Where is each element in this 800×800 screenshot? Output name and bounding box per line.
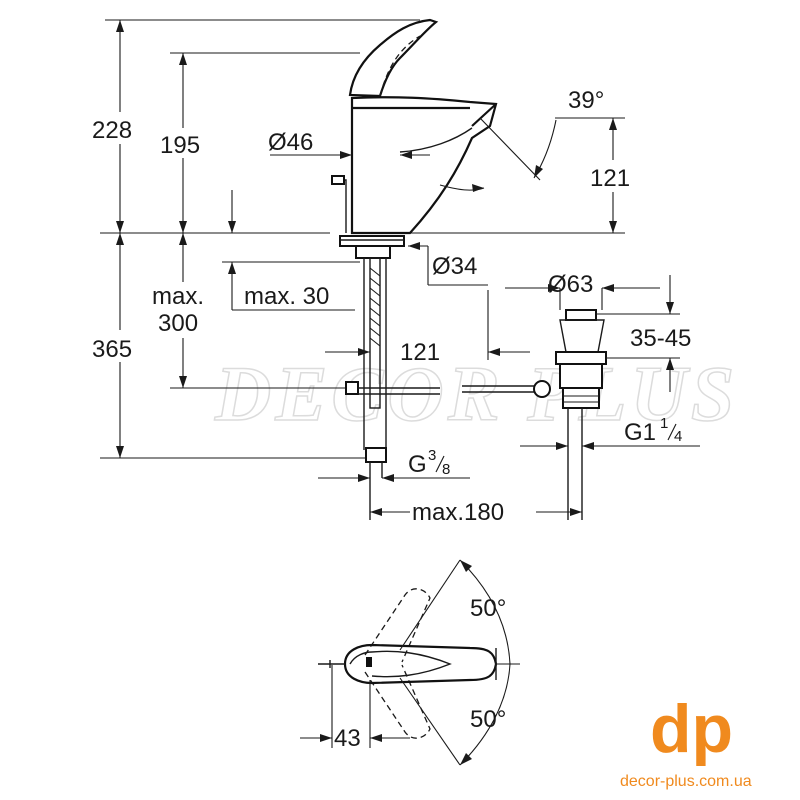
mounting-assembly [339,235,440,520]
g-fraction-denominator: 8 [442,461,450,478]
g-fraction-numerator: 3 [428,447,436,464]
brand-url: decor-plus.com.ua [620,773,752,790]
dimension-max-180: max.180 [370,496,582,526]
dimension-spout-121: 121 [586,118,640,233]
dimension-max-30: max. 30 [222,190,360,311]
dimension-max-180-label: max.180 [412,499,504,526]
dimension-max-300-line2: 300 [158,310,198,337]
brand-logo: dp decor-plus.com.ua [620,691,752,790]
dimension-diameter-34-label: Ø34 [432,253,477,280]
dimension-reach-121: 121 [325,290,530,366]
brand-logo-text: dp [650,691,733,767]
dimension-365: 365 [92,233,148,458]
dimension-max-30-label: max. 30 [244,283,329,310]
dimension-35-45: 35-45 [596,275,691,392]
dimension-max-300-line1: max. [152,283,204,310]
dimension-228: 228 [92,20,148,233]
waste-valve [555,288,607,520]
rotation-50-bottom-label: 50° [470,706,506,733]
dimension-365-label: 365 [92,336,132,363]
watermark-text: DECOR PLUS [214,350,738,437]
dimension-g1-1-4: G1 1 4 [520,415,700,450]
waste-link-rod [462,380,551,398]
dimension-43-label: 43 [334,725,361,752]
g1-fraction-numerator: 1 [660,415,668,432]
dimension-diameter-34: Ø34 [408,242,488,286]
dimension-g-3-8: G 3 8 [318,447,470,482]
g1-main-label: G1 [624,419,656,446]
dimension-reach-121-label: 121 [400,339,440,366]
dimension-diameter-63: Ø63 [505,271,660,298]
dimension-195: 195 [160,53,212,233]
g-main-label: G [408,451,427,478]
dimension-diameter-63-label: Ø63 [548,271,593,298]
reference-lines [100,19,625,459]
dimension-diameter-46: Ø46 [268,129,430,159]
angle-39-label: 39° [568,87,604,114]
faucet-side-view [331,18,625,235]
rotation-50-top-label: 50° [470,595,506,622]
g1-fraction-denominator: 4 [674,428,682,445]
dimension-spout-121-label: 121 [590,165,630,192]
dimension-195-label: 195 [160,132,200,159]
faucet-top-view [300,559,520,766]
dimension-228-label: 228 [92,117,132,144]
dimension-diameter-46-label: Ø46 [268,129,313,156]
dimension-35-45-label: 35-45 [630,325,691,352]
dimension-max-300: max. 300 [150,233,220,388]
